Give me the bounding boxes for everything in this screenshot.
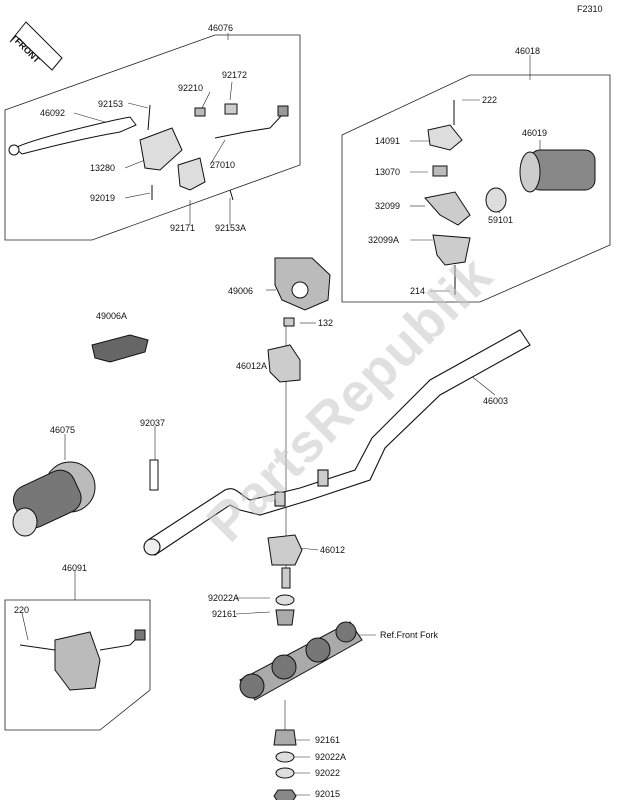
label-46019: 46019 [522, 128, 548, 138]
upper-clamp-46012A [267, 317, 301, 383]
cover-49006A [91, 334, 149, 363]
switch-46091 [19, 629, 146, 691]
label-49006A: 49006A [96, 311, 128, 321]
label-222: 222 [482, 95, 498, 105]
label-92153A: 92153A [215, 223, 247, 233]
label-13070: 13070 [375, 167, 401, 177]
label-32099A: 32099A [368, 235, 400, 245]
group-box-46091 [4, 599, 151, 731]
grip-46075 [12, 461, 96, 537]
label-92037: 92037 [140, 418, 166, 428]
label-14091: 14091 [375, 136, 401, 146]
label-32099: 32099 [375, 201, 401, 211]
clutch-lever-assembly [8, 103, 289, 201]
label-92153: 92153 [98, 99, 124, 109]
triple-clamp [239, 621, 363, 701]
washers-and-rubbers [273, 594, 297, 800]
front-arrow-icon [9, 21, 63, 71]
clamp-92171 [177, 157, 206, 191]
label-214: 214 [410, 286, 426, 296]
lower-clamp-46012 [267, 534, 303, 589]
label-59101: 59101 [488, 215, 514, 225]
lever-holder-13280 [139, 127, 183, 171]
strap-92037 [149, 459, 159, 491]
handlebar-46003 [143, 329, 531, 556]
label-92015: 92015 [315, 789, 341, 799]
label-92019: 92019 [90, 193, 116, 203]
label-132: 132 [318, 318, 334, 328]
label-92022A-top: 92022A [208, 593, 240, 603]
label-92172: 92172 [222, 70, 248, 80]
label-92210: 92210 [178, 83, 204, 93]
holder-49006 [274, 257, 331, 311]
label-ref-front-fork: Ref.Front Fork [380, 630, 439, 640]
cover-14091 [427, 124, 463, 151]
housing-32099 [424, 191, 471, 226]
label-46018: 46018 [515, 46, 541, 56]
group-box-46018 [341, 74, 611, 303]
label-92171: 92171 [170, 223, 196, 233]
label-46003: 46003 [483, 396, 509, 406]
label-92161-top: 92161 [212, 609, 238, 619]
label-92161-bottom: 92161 [315, 735, 341, 745]
label-46075: 46075 [50, 425, 76, 435]
label-27010: 27010 [210, 160, 236, 170]
label-46012A: 46012A [236, 361, 268, 371]
housing-32099A [432, 234, 471, 266]
label-46076: 46076 [208, 23, 234, 33]
label-46091: 46091 [62, 563, 88, 573]
label-46092: 46092 [40, 108, 66, 118]
label-220: 220 [14, 605, 30, 615]
label-13280: 13280 [90, 163, 116, 173]
label-46012: 46012 [320, 545, 346, 555]
figure-code: F2310 [577, 4, 603, 14]
label-92022A-bottom: 92022A [315, 752, 347, 762]
label-92022: 92022 [315, 768, 341, 778]
group-box-46076 [4, 34, 301, 241]
throttle-assembly [424, 100, 596, 295]
lever-46092 [14, 116, 137, 155]
label-49006: 49006 [228, 286, 254, 296]
